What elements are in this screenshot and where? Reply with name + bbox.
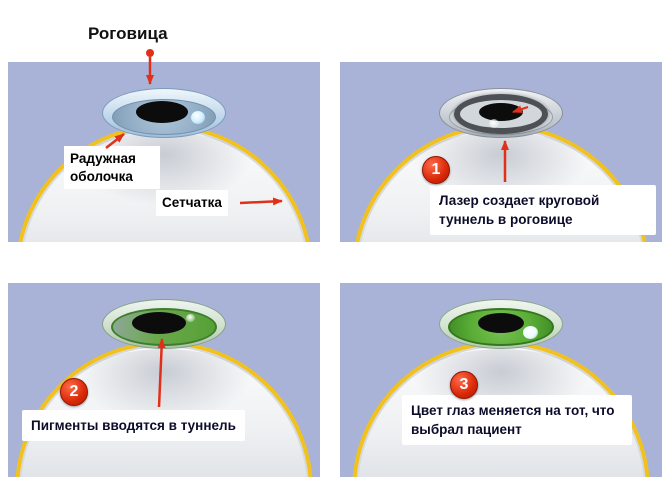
step-panel-3: 3 Цвет глаз меняется на тот, что выбрал … [340, 283, 662, 477]
pupil [132, 312, 187, 334]
pupil [479, 103, 523, 121]
pupil [478, 313, 524, 333]
light-glint [488, 119, 499, 128]
eye-cross-section-green [439, 299, 563, 349]
pupil [135, 101, 188, 123]
eyeball-dome [15, 124, 313, 242]
eyeball-dome [15, 341, 313, 477]
light-glint [191, 111, 206, 124]
step-number-badge: 1 [422, 156, 450, 184]
page-title: Роговица [88, 24, 168, 43]
step-panel-1: 1 Лазер создает круговой туннель в рогов… [340, 62, 662, 242]
eye-cross-section-tunnel [439, 88, 563, 138]
step-caption: Пигменты вводятся в туннель [22, 410, 245, 441]
light-glint [523, 326, 539, 339]
laser-tunnel-ring [454, 94, 548, 134]
iris-label: Радужная оболочка [64, 146, 160, 190]
step-number-badge: 2 [60, 378, 88, 406]
step-number-badge: 3 [450, 371, 478, 399]
step-caption: Цвет глаз меняется на тот, что выбрал па… [402, 395, 632, 445]
retina-label: Сетчатка [156, 190, 228, 216]
step-panel-2: 2 Пигменты вводятся в туннель [8, 283, 320, 477]
step-caption: Лазер создает круговой туннель в роговиц… [430, 185, 656, 235]
step-panel-anatomy: Радужная оболочка Сетчатка [8, 62, 320, 242]
light-glint [186, 314, 196, 322]
eye-cross-section-pigment [102, 299, 226, 349]
eye-cross-section-natural [102, 88, 226, 138]
